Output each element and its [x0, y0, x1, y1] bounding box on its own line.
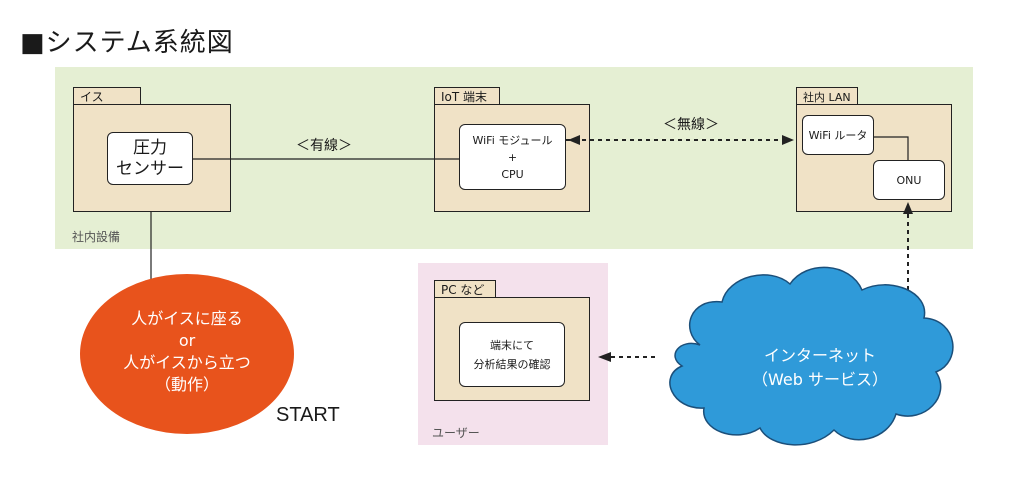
action-line2: or [178, 331, 196, 350]
pressure-sensor-box: 圧力 センサー [107, 132, 193, 185]
start-label: START [276, 404, 340, 426]
wireless-arrowhead-right [782, 135, 794, 145]
router-onu-line [874, 136, 909, 160]
user-zone-label: ユーザー [432, 426, 480, 440]
chair-package-tab: イス [73, 87, 141, 105]
pc-package-tab: PC など [434, 280, 496, 298]
analysis-terminal-line1: 端末にて [490, 338, 534, 352]
wired-label: ＜有線＞ [296, 138, 352, 154]
action-line3: 人がイスから立つ [123, 353, 251, 372]
action-line4: （動作） [154, 375, 219, 394]
internet-line1: インターネット [763, 346, 876, 365]
pressure-sensor-line1: 圧力 [133, 137, 167, 158]
lan-package-tab: 社内 LAN [796, 87, 858, 105]
internal-equipment-label: 社内設備 [72, 230, 121, 244]
analysis-terminal-box: 端末にて 分析結果の確認 [459, 322, 565, 387]
analysis-terminal-line2: 分析結果の確認 [473, 357, 551, 371]
wifi-module-line1: WiFi モジュール [472, 133, 553, 147]
wifi-module-box: WiFi モジュール + CPU [459, 124, 566, 190]
onu-arrowhead-up [903, 202, 913, 214]
wifi-module-line3: CPU [501, 167, 524, 181]
page-title: ■システム系統図 [20, 28, 234, 58]
internet-text: インターネット （Web サービス） [712, 344, 928, 392]
action-text: 人がイスに座る or 人がイスから立つ （動作） [85, 308, 289, 396]
wifi-router-box: WiFi ルータ [802, 115, 874, 155]
pc-arrowhead-left [598, 352, 611, 362]
onu-box: ONU [873, 160, 945, 200]
wireless-arrowhead-left [568, 135, 580, 145]
action-line1: 人がイスに座る [131, 309, 243, 328]
iot-package-tab: IoT 端末 [434, 87, 500, 105]
internet-cloud [669, 266, 954, 446]
pressure-sensor-line2: センサー [116, 158, 184, 179]
wifi-module-line2: + [507, 150, 518, 164]
internet-line2: （Web サービス） [752, 370, 888, 389]
onu-label: ONU [896, 173, 922, 187]
wifi-router-label: WiFi ルータ [808, 129, 868, 142]
wireless-label: ＜無線＞ [663, 117, 719, 133]
action-oval [80, 274, 294, 434]
